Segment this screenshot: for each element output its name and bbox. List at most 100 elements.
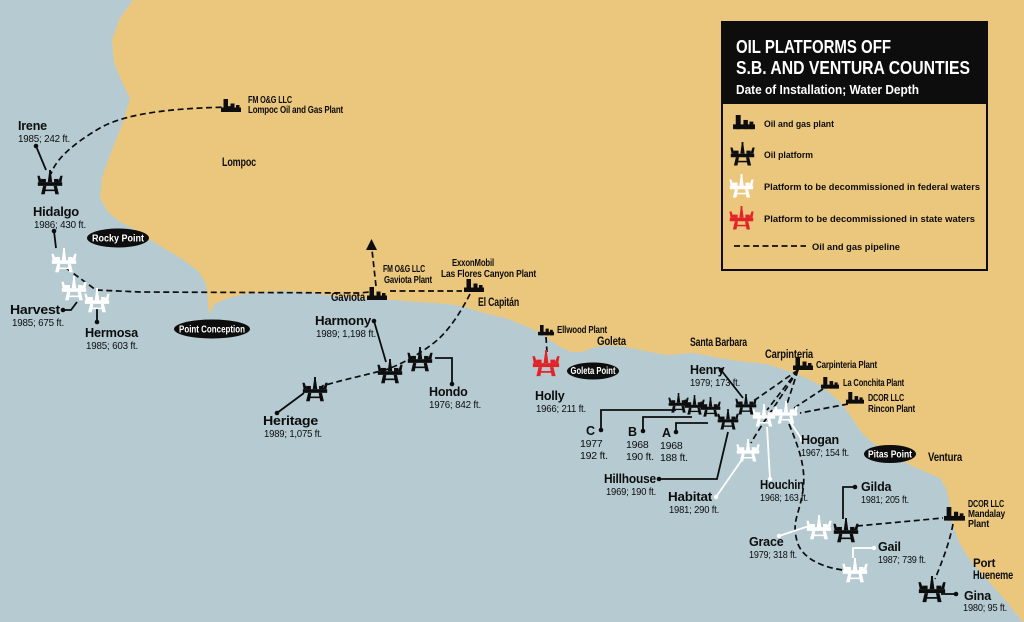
hillhouse-details: 1969; 190 ft. <box>606 486 656 498</box>
map-title-line2: S.B. AND VENTURA COUNTIES <box>736 57 970 78</box>
region-labels: Lompoc Gaviota El Capitán Goleta Santa B… <box>222 157 1013 582</box>
region-el-capitan: El Capitán <box>478 297 519 309</box>
mandalay-plant-label-3: Plant <box>968 519 990 530</box>
houchin-details: 1968; 163 ft. <box>760 492 808 504</box>
leader-harvest <box>63 301 78 311</box>
gaviota-plant-label-2: Gaviota Plant <box>384 275 433 286</box>
leader-dot-habitat <box>713 494 719 500</box>
leader-dot-gina <box>953 591 959 597</box>
lompoc-plant-label-1: FM O&G LLC <box>248 95 292 106</box>
las-flores-plant-label-1: ExxonMobil <box>452 258 494 269</box>
leader-dot-henry <box>718 367 724 373</box>
region-gaviota: Gaviota <box>331 292 366 304</box>
leader-dot-hidalgo <box>51 228 57 234</box>
region-santa-barbara: Santa Barbara <box>690 337 748 349</box>
leader-dot-hondo <box>449 381 455 387</box>
grace-label: Grace <box>749 535 784 549</box>
pipeline-mandalay-gina <box>934 523 954 580</box>
lompoc-plant-label-2: Lompoc Oil and Gas Plant <box>248 105 344 116</box>
gail-details: 1987; 739 ft. <box>878 554 926 566</box>
platform-c-year: 1977 <box>580 438 603 450</box>
region-port: Port <box>973 558 996 570</box>
legend-state-label: Platform to be decommissioned in state w… <box>764 214 975 225</box>
rocky-point-label: Rocky Point <box>92 234 145 245</box>
leader-hidalgo <box>53 230 57 249</box>
mandalay-plant-label-2: Mandalay <box>968 509 1006 520</box>
region-hueneme: Hueneme <box>973 570 1013 582</box>
point-conception-oval <box>174 319 250 339</box>
pipeline-lasflores-hondo-heritage <box>321 293 471 387</box>
hidalgo-details: 1986; 430 ft. <box>34 219 86 231</box>
hondo-details: 1976; 842 ft. <box>429 399 481 411</box>
pipeline-gilda-mandalay <box>856 517 944 527</box>
heritage-label: Heritage <box>263 414 318 428</box>
harmony-details: 1989; 1,198 ft. <box>316 328 376 340</box>
irene-details: 1985; 242 ft. <box>18 133 70 145</box>
leader-dot-hillhouse <box>656 476 662 482</box>
leader-grace <box>778 525 810 537</box>
leader-habitat <box>715 460 742 498</box>
leader-lines-white <box>713 419 877 558</box>
gina-label: Gina <box>964 589 992 603</box>
leader-dot-harmony <box>371 318 377 324</box>
habitat-details: 1981; 290 ft. <box>669 504 719 516</box>
hogan-label: Hogan <box>801 433 839 447</box>
map-subtitle: Date of Installation; Water Depth <box>736 83 919 97</box>
henry-details: 1979; 173 ft. <box>690 377 740 389</box>
platform-labels: Irene 1985; 242 ft. Hidalgo 1986; 430 ft… <box>10 119 1007 614</box>
grace-details: 1979; 318 ft. <box>749 549 797 561</box>
hondo-label: Hondo <box>429 385 468 399</box>
pipeline-gaviota-north <box>371 249 377 287</box>
holly-label: Holly <box>535 389 565 403</box>
pipeline-arrowhead <box>366 239 377 250</box>
leader-dot-c <box>598 427 604 433</box>
pipeline-lompoc-irene <box>50 106 232 175</box>
pitas-point-oval <box>864 445 916 463</box>
hermosa-label: Hermosa <box>85 326 139 340</box>
gilda-label: Gilda <box>861 480 893 494</box>
legend-federal-label: Platform to be decommissioned in federal… <box>764 182 980 193</box>
leader-dot-b <box>640 428 646 434</box>
rincon-plant-label-2: Rincon Plant <box>868 404 916 415</box>
holly-details: 1966; 211 ft. <box>536 403 586 415</box>
mandalay-plant-label-1: DCOR LLC <box>968 499 1004 510</box>
hillhouse-label: Hillhouse <box>604 472 656 486</box>
leader-dot-heritage <box>274 410 280 416</box>
henry-label: Henry <box>690 363 725 377</box>
leader-dot-hogan <box>799 437 805 443</box>
houchin-label: Houchin <box>760 478 804 492</box>
legend-plant-label: Oil and gas plant <box>764 119 835 130</box>
plant-labels: FM O&G LLC Lompoc Oil and Gas Plant FM O… <box>248 95 1006 530</box>
leader-harmony <box>373 320 387 363</box>
platform-b-year: 1968 <box>626 439 649 451</box>
platform-b-label: B <box>628 425 637 439</box>
hermosa-details: 1985; 603 ft. <box>86 340 138 352</box>
ellwood-plant-label: Ellwood Plant <box>557 325 608 336</box>
leader-dot-gilda <box>852 484 858 490</box>
pipeline-ellwood-holly <box>545 336 548 353</box>
harmony-label: Harmony <box>315 314 371 328</box>
leader-hillhouse <box>659 431 729 480</box>
las-flores-plant-label-2: Las Flores Canyon Plant <box>441 269 537 280</box>
platform-a-depth: 188 ft. <box>660 452 688 464</box>
heritage-details: 1989; 1,075 ft. <box>264 428 322 440</box>
gilda-details: 1981; 205 ft. <box>861 494 909 506</box>
leader-dot-irene <box>33 143 39 149</box>
gaviota-plant-label-1: FM O&G LLC <box>383 264 425 275</box>
pipeline-south-curve-gail <box>788 423 844 571</box>
leader-dot-gail <box>871 545 877 551</box>
la-conchita-plant-label: La Conchita Plant <box>843 378 905 389</box>
goleta-point-label: Goleta Point <box>571 366 617 377</box>
hogan-details: 1967; 154 ft. <box>801 447 849 459</box>
point-conception-label: Point Conception <box>179 325 245 336</box>
leader-gail <box>852 547 874 558</box>
platform-c-label: C <box>586 424 595 438</box>
platform-a-year: 1968 <box>660 440 683 452</box>
legend-header <box>722 22 987 104</box>
leader-irene <box>35 145 47 171</box>
rincon-plant-label-1: DCOR LLC <box>868 393 904 404</box>
leader-platform-c <box>600 409 676 430</box>
region-ventura: Ventura <box>928 452 963 464</box>
leader-lines-black <box>33 143 959 597</box>
